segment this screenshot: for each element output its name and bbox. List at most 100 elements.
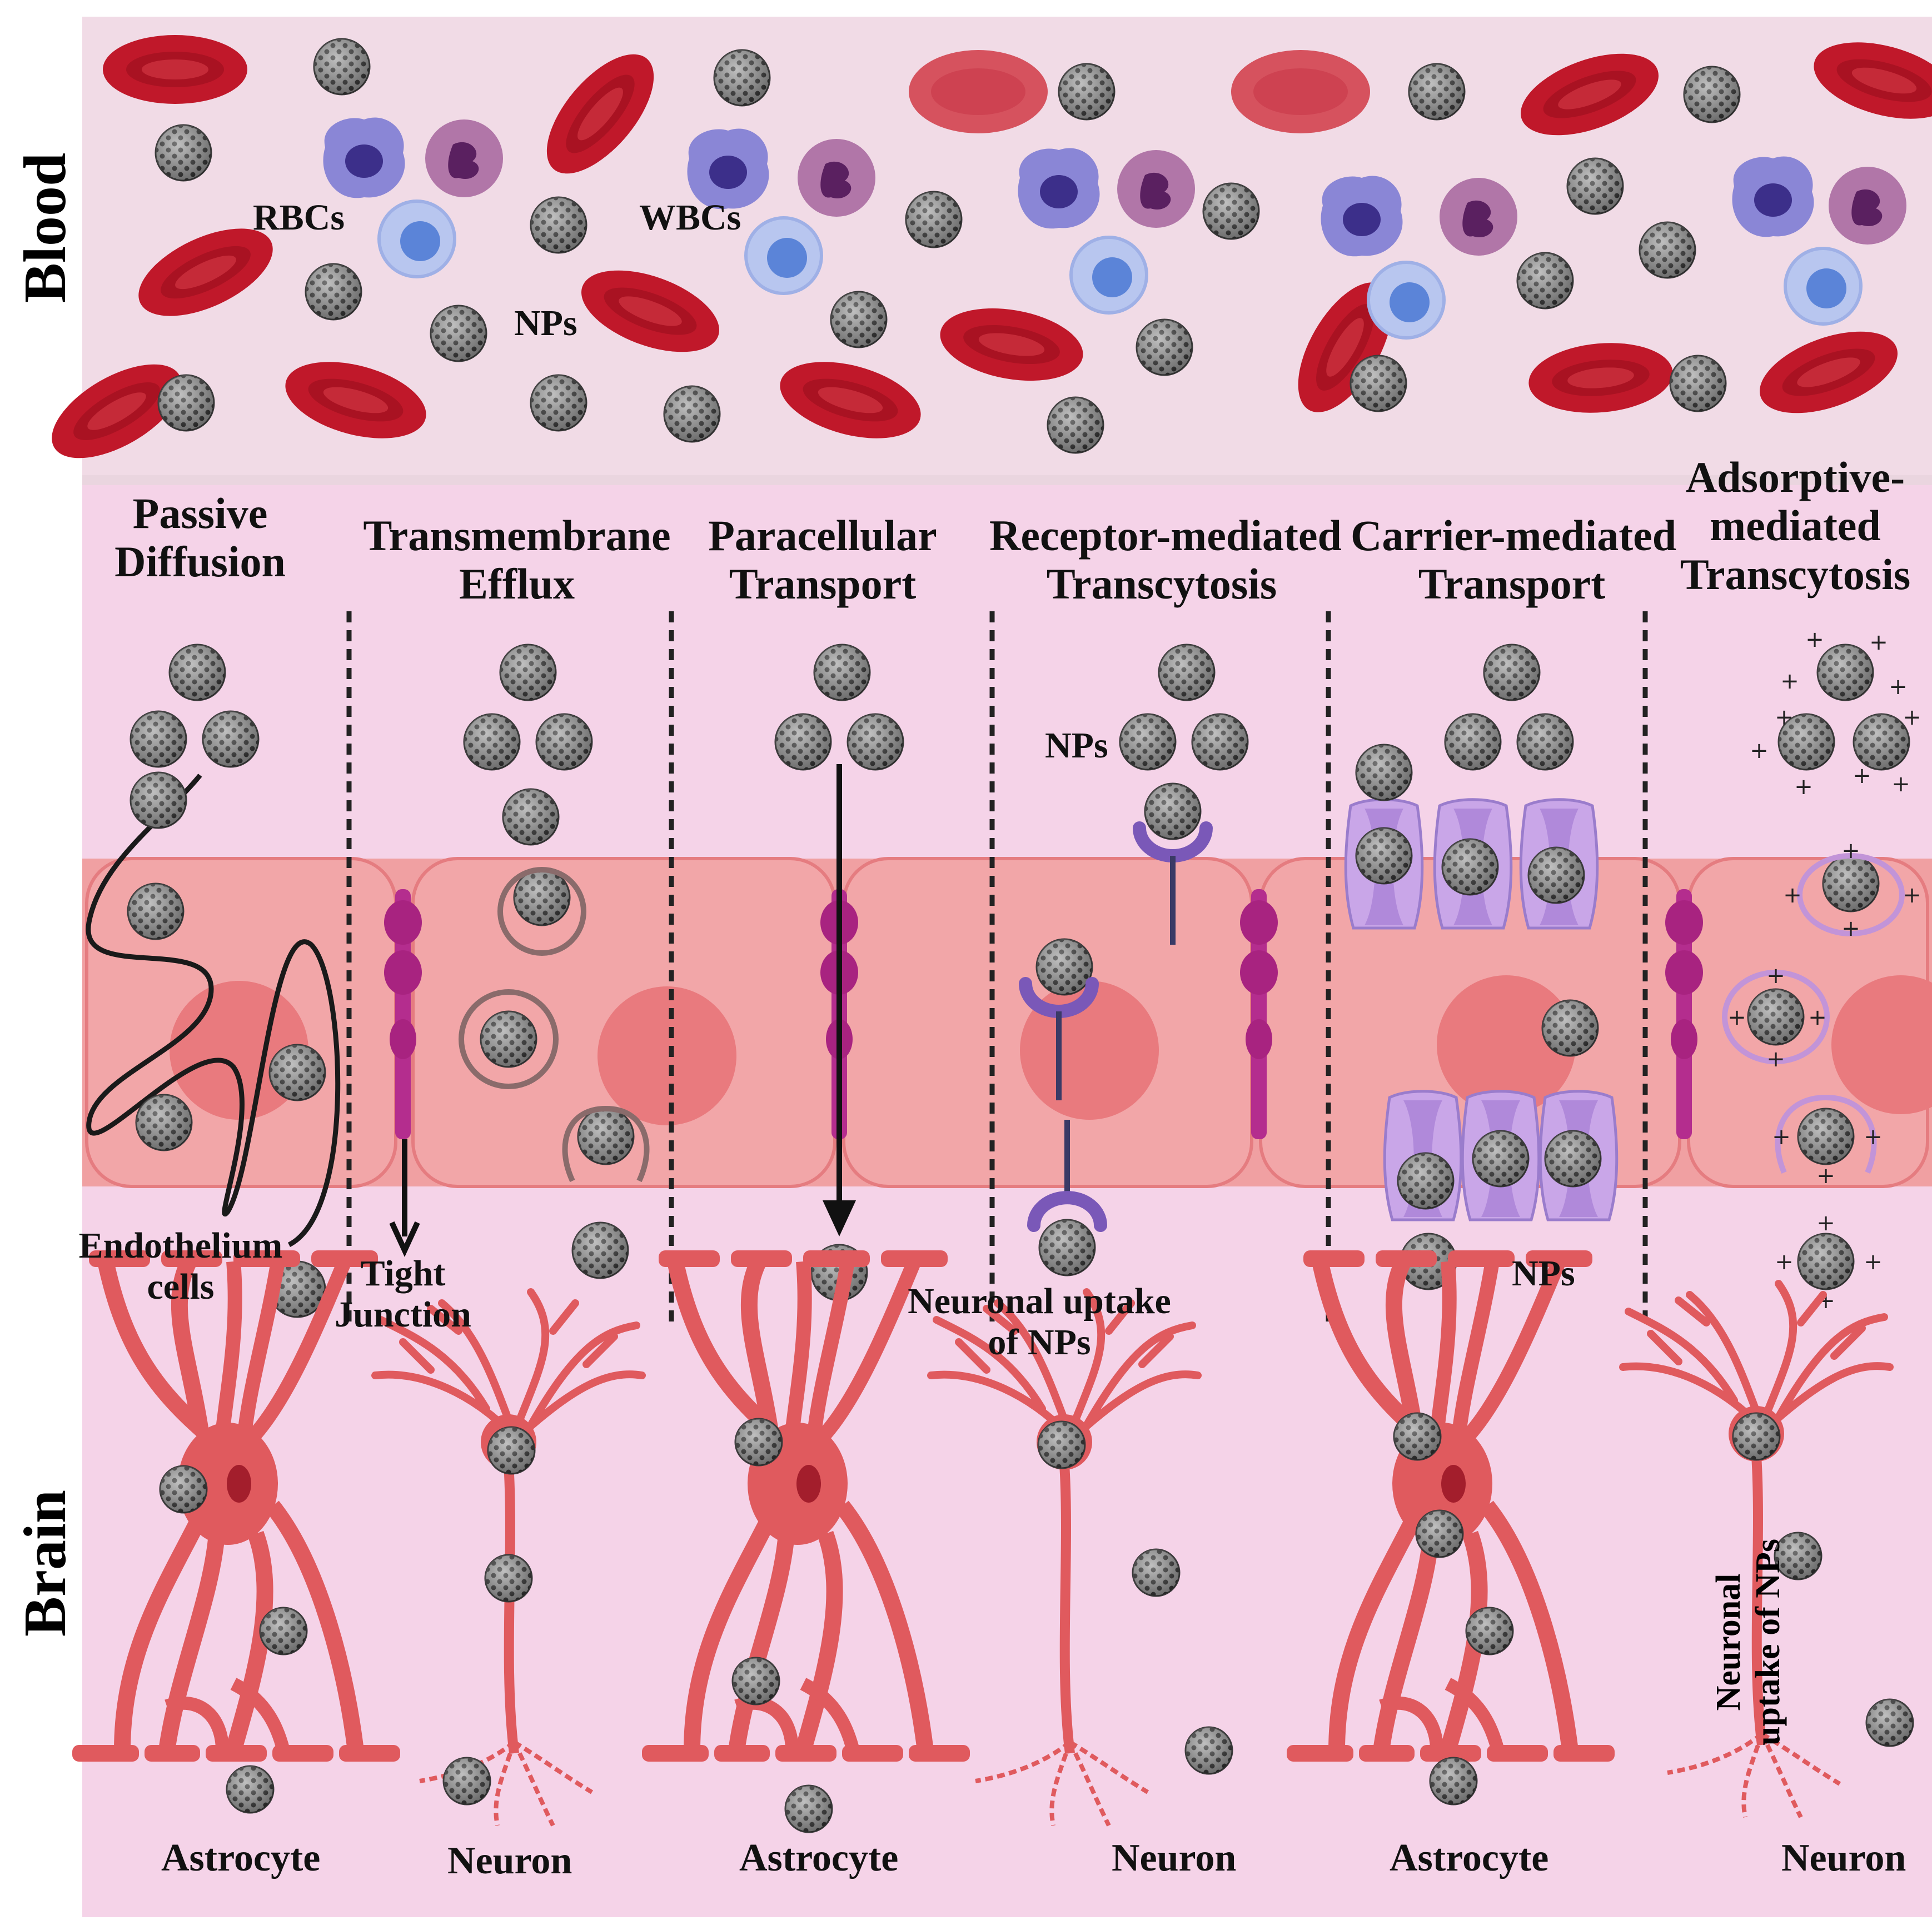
vesicle [459, 989, 559, 1089]
nps-carrier-label: NPs [1512, 1253, 1575, 1294]
positive-charge: + [1841, 916, 1860, 941]
positive-charge: + [1891, 771, 1910, 797]
pathway-line: Carrier-mediated [1351, 511, 1677, 560]
cell-nucleus [597, 986, 736, 1125]
nanoparticle [1516, 252, 1574, 310]
nanoparticle [713, 49, 771, 107]
nanoparticle [127, 882, 185, 940]
nanoparticle [577, 1108, 635, 1165]
diffusion-path-line [86, 774, 341, 1248]
positive-charge: + [1808, 1005, 1827, 1030]
pathway-line: Transmembrane [363, 511, 671, 560]
nanoparticle [1865, 1698, 1914, 1747]
white-blood-cell [1321, 176, 1403, 257]
pathway-line: Paracellular [708, 511, 937, 560]
brain-section-label: Brain [12, 1489, 78, 1637]
nanoparticle [1822, 855, 1880, 912]
nanoparticle [1472, 1130, 1530, 1188]
nanoparticle [1355, 827, 1413, 885]
nanoparticle [130, 710, 187, 768]
nanoparticle [1683, 66, 1741, 123]
white-blood-cell [1440, 178, 1517, 256]
nanoparticle [1038, 1219, 1096, 1276]
cell-label-neuron-2: Neuron [1112, 1837, 1237, 1879]
label-line: Endothelium [78, 1225, 283, 1266]
pathway-line: Transcytosis [1680, 550, 1911, 599]
nanoparticle [202, 710, 260, 768]
positive-charge: + [1853, 763, 1871, 789]
label-line: Neuronal uptake [908, 1281, 1171, 1321]
arrow-head [389, 1221, 420, 1257]
nanoparticle [813, 644, 871, 701]
nanoparticle [499, 644, 557, 701]
pathway-line: Passive [132, 489, 268, 537]
nanoparticle [1853, 713, 1910, 771]
label-line: Tight [360, 1253, 446, 1294]
vesicle [497, 867, 586, 956]
nanoparticle [1144, 782, 1202, 840]
nanoparticle [1184, 1726, 1233, 1775]
cell-label-neuron-1: Neuron [447, 1839, 572, 1882]
nanoparticle [442, 1757, 491, 1806]
nanoparticle [847, 713, 904, 771]
rbcs-label: RBCs [253, 197, 345, 238]
nanoparticle [513, 869, 571, 926]
cell-label-neuron-3: Neuron [1781, 1837, 1906, 1879]
nanoparticle [1669, 355, 1727, 412]
nanoparticle [502, 788, 560, 846]
nanoparticle [1797, 1108, 1855, 1165]
nanoparticle [1119, 713, 1177, 771]
label-line: of NPs [988, 1321, 1091, 1363]
white-blood-cell [1368, 262, 1444, 338]
nanoparticle [1541, 999, 1599, 1057]
pathway-line: Efflux [459, 560, 575, 609]
nanoparticle [1566, 157, 1624, 215]
positive-charge: + [1766, 1046, 1785, 1072]
nanoparticle [530, 374, 587, 432]
nanoparticle [1350, 355, 1407, 412]
vesicle [1797, 853, 1905, 936]
white-blood-cell [1829, 167, 1906, 245]
receptor [1027, 1191, 1107, 1232]
positive-charge: + [1805, 627, 1824, 652]
white-blood-cell [1785, 248, 1861, 324]
nanoparticle [259, 1607, 308, 1655]
positive-charge: + [1903, 882, 1921, 908]
nanoparticle [1393, 1412, 1442, 1461]
nanoparticle [480, 1010, 537, 1068]
nanoparticle [1415, 1509, 1464, 1558]
nanoparticle [1747, 988, 1805, 1046]
nanoparticle [305, 263, 362, 321]
nanoparticle [774, 713, 832, 771]
red-blood-cell [103, 35, 247, 104]
nanoparticle [1527, 846, 1585, 904]
nanoparticle [135, 1094, 193, 1151]
positive-charge: + [1794, 774, 1813, 800]
nanoparticle [159, 1465, 208, 1514]
white-blood-cell [1117, 150, 1195, 228]
nps-receptor-label: NPs [1045, 725, 1108, 766]
nanoparticle [530, 196, 587, 254]
pathway-line: Transcytosis [1046, 560, 1277, 609]
vesicle [562, 1105, 650, 1183]
nanoparticle [1639, 221, 1696, 279]
nanoparticle [1047, 396, 1104, 454]
nanoparticle [1544, 1130, 1602, 1188]
nanoparticle [1732, 1412, 1781, 1461]
cell-nucleus [1831, 975, 1932, 1114]
nanoparticle [1037, 1420, 1086, 1469]
positive-charge: + [1864, 1124, 1883, 1150]
nanoparticle [130, 771, 187, 829]
nanoparticle [535, 713, 593, 771]
positive-charge: + [1889, 674, 1908, 700]
nanoparticle [1408, 63, 1466, 121]
label-line: cells [147, 1266, 215, 1307]
nanoparticle [1516, 713, 1574, 771]
cell-nucleus [1437, 975, 1576, 1114]
